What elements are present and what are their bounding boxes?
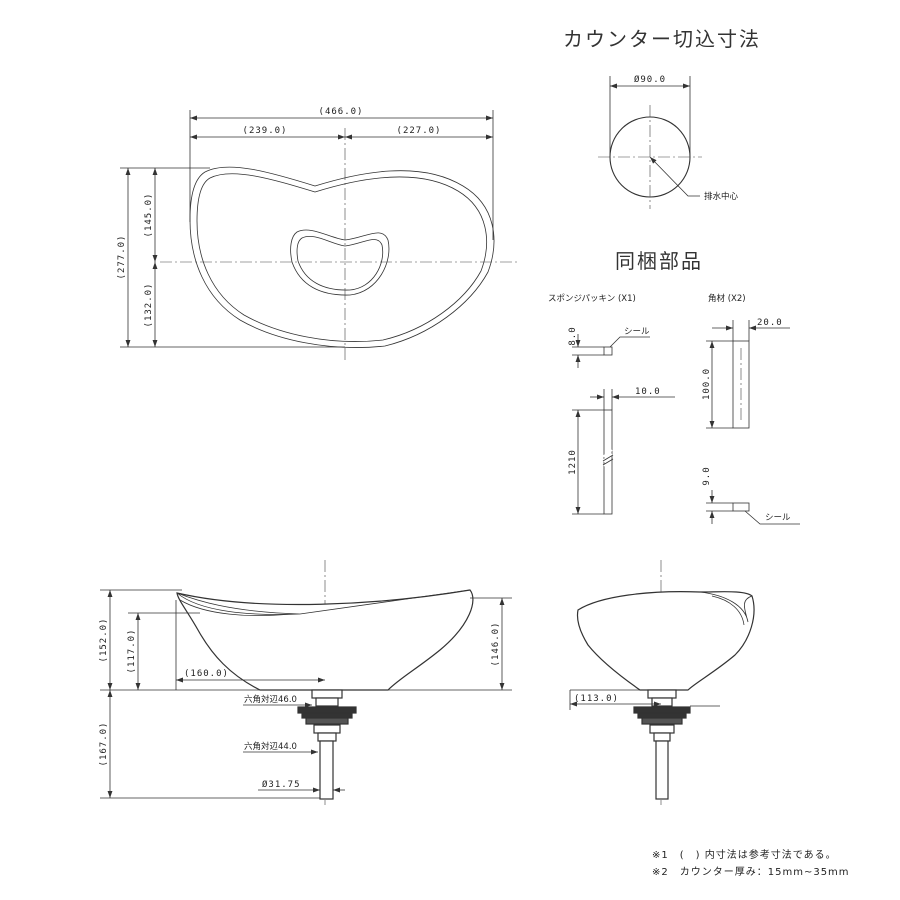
sponge-cross-section (603, 346, 613, 356)
side-view: (113.0) (569, 560, 755, 805)
note-1: ※1 ( ) 内寸法は参考寸法である。 (652, 848, 837, 861)
side-drain-hex-top (647, 689, 677, 699)
dim-lower-depth: (132.0) (144, 283, 154, 328)
dim-inner-height: (117.0) (127, 629, 137, 674)
square-block-title: 角材 (X2) (708, 293, 746, 304)
dim-overall-height: (152.0) (99, 618, 109, 663)
dim-right-width: (227.0) (397, 126, 442, 136)
side-drain-pipe (655, 740, 669, 800)
dim-right-height: (146.0) (491, 622, 501, 667)
note-2: ※2 カウンター厚み：15mm~35mm (652, 866, 850, 878)
square-block-end (732, 502, 750, 512)
front-view: (152.0) (117.0) (146.0) (167.0) (160.0) … (99, 560, 512, 805)
dim-side-drain-offset: (113.0) (574, 694, 619, 704)
dim-block-thickness: 9.0 (702, 466, 712, 485)
counter-cut-section: カウンター切込寸法 Ø90.0 排水中心 (563, 27, 761, 209)
dim-front-drain-offset: (160.0) (184, 669, 229, 679)
counter-cut-title: カウンター切込寸法 (563, 27, 761, 51)
side-bowl-outline (576, 591, 755, 691)
dim-overall-width: (466.0) (319, 107, 364, 117)
included-parts-section: 同梱部品 スポンジパッキン (X1) 8.0 シール 10.0 1210 角材 … (548, 249, 800, 525)
front-drain-pipe (319, 740, 334, 800)
sponge-seal-label: シール (624, 327, 650, 337)
dim-overall-depth: (277.0) (117, 235, 127, 280)
drain-center-label: 排水中心 (704, 191, 739, 202)
dim-pipe-diameter: Ø31.75 (262, 779, 301, 790)
side-bowl-rim (699, 591, 753, 623)
top-view: (466.0) (239.0) (227.0) (277.0) (145.0) … (117, 107, 520, 362)
front-drain-hex-top (311, 689, 343, 699)
square-block-side (732, 340, 750, 429)
dim-hex-bottom: 六角対辺44.0 (244, 741, 297, 752)
block-seal-label: シール (765, 513, 791, 523)
included-parts-title: 同梱部品 (615, 249, 703, 273)
front-bowl-outline (176, 589, 474, 691)
front-drain-hex-bottom (313, 724, 341, 734)
dim-hex-top: 六角対辺46.0 (244, 694, 297, 705)
dim-upper-depth: (145.0) (144, 193, 154, 238)
dim-block-width: 20.0 (757, 318, 783, 328)
dim-sponge-thickness: 8.0 (568, 326, 578, 345)
notes: ※1 ( ) 内寸法は参考寸法である。 ※2 カウンター厚み：15mm~35mm (652, 848, 850, 878)
dim-sponge-width: 10.0 (635, 387, 661, 397)
front-drain-flange (297, 706, 357, 714)
basin-outline-inner (196, 173, 487, 342)
dim-block-length: 100.0 (702, 368, 712, 400)
drain-hole-outer (290, 229, 390, 296)
sponge-packing-title: スポンジパッキン (X1) (548, 294, 636, 304)
dim-left-width: (239.0) (243, 126, 288, 136)
dim-drain-height: (167.0) (99, 722, 109, 767)
side-drain-flange (633, 706, 691, 714)
dim-sponge-length: 1210 (568, 449, 578, 475)
dim-counter-diameter: Ø90.0 (634, 74, 666, 85)
drain-center-leader (649, 156, 700, 197)
drain-hole-inner (296, 236, 384, 291)
basin-outline-outer (189, 166, 495, 348)
